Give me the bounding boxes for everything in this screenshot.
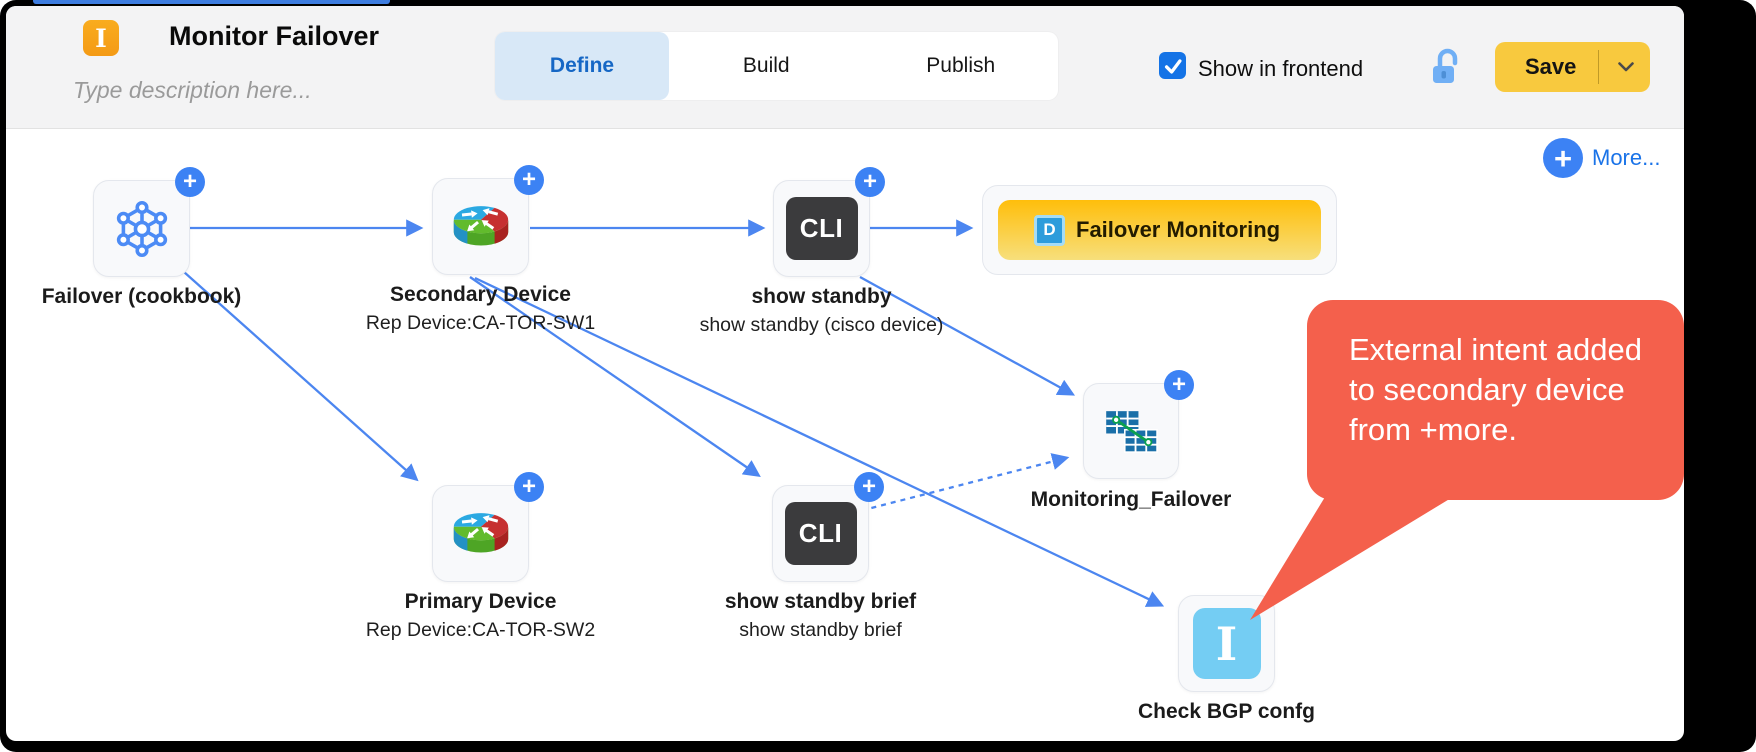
node-label: Check BGP confg xyxy=(1138,700,1315,723)
page-title: Monitor Failover xyxy=(169,21,380,51)
header-bar: I Monitor Failover Define Build Publish … xyxy=(6,6,1684,129)
node-label: Monitoring_Failover xyxy=(1030,488,1232,511)
plus-icon: + xyxy=(1543,138,1583,178)
edge-secondary-to-showstandbybrief xyxy=(469,276,761,477)
add-node-button[interactable]: + xyxy=(854,472,884,502)
intent-type-icon: I xyxy=(83,20,119,56)
node-show-standby-brief[interactable]: CLI + show standby brief show standby br… xyxy=(725,472,916,641)
node-failover-monitoring[interactable]: D Failover Monitoring xyxy=(982,185,1337,275)
edge-failover-to-primary xyxy=(183,271,419,482)
save-button-divider xyxy=(1598,50,1599,84)
cli-icon: CLI xyxy=(785,197,858,260)
edge-showstandby-to-monitoringfailover xyxy=(859,275,1076,396)
node-primary-device[interactable]: + Primary Device Rep Device:CA-TOR-SW2 xyxy=(366,472,595,641)
add-node-button[interactable]: + xyxy=(514,472,544,502)
router-icon xyxy=(453,513,508,553)
dashboard-icon: D xyxy=(1034,214,1065,246)
node-show-standby[interactable]: CLI + show standby show standby (cisco d… xyxy=(700,167,943,336)
add-node-button[interactable]: + xyxy=(175,167,205,197)
callout-line: External intent added xyxy=(1349,332,1642,367)
chevron-down-icon xyxy=(1618,62,1634,72)
tab-define[interactable]: Define xyxy=(495,32,669,100)
node-monitoring-failover[interactable]: + Monitoring_Failover xyxy=(1031,370,1231,511)
show-in-frontend-label: Show in frontend xyxy=(1198,56,1364,81)
node-sublabel: show standby (cisco device) xyxy=(699,314,944,336)
show-in-frontend-checkbox[interactable] xyxy=(1159,52,1186,79)
intent-icon: I xyxy=(1192,608,1261,679)
description-input[interactable] xyxy=(71,76,405,105)
network-mesh-icon xyxy=(116,200,167,257)
node-label: show standby brief xyxy=(724,590,917,613)
callout-line: from +more. xyxy=(1349,412,1517,447)
window-top-accent xyxy=(33,0,390,4)
node-label: show standby xyxy=(751,285,892,308)
callout-line: to secondary device xyxy=(1349,372,1625,407)
save-button-label: Save xyxy=(1525,54,1577,79)
node-sublabel: Rep Device:CA-TOR-SW2 xyxy=(365,619,596,641)
unlock-icon[interactable] xyxy=(1426,48,1464,88)
add-node-button[interactable]: + xyxy=(1164,370,1194,400)
tab-build[interactable]: Build xyxy=(742,54,790,77)
node-failover-cookbook[interactable]: + Failover (cookbook) xyxy=(42,167,241,308)
node-sublabel: Rep Device:CA-TOR-SW1 xyxy=(365,312,596,334)
save-dropdown-button[interactable] xyxy=(1611,56,1641,78)
mode-tabbar: Define Build Publish xyxy=(495,32,1058,100)
node-label: Failover (cookbook) xyxy=(41,285,242,308)
edge-showstandbybrief-to-monitoringfailover-dashed xyxy=(851,453,1070,515)
edge-secondary-to-checkbgp xyxy=(474,276,1165,607)
callout-tail xyxy=(1250,492,1461,620)
node-secondary-device[interactable]: + Secondary Device Rep Device:CA-TOR-SW1 xyxy=(366,165,595,334)
failover-monitoring-pill: D Failover Monitoring xyxy=(998,200,1321,260)
node-label: Secondary Device xyxy=(390,283,571,306)
tab-publish[interactable]: Publish xyxy=(926,54,996,77)
node-sublabel: show standby brief xyxy=(739,619,902,641)
add-node-button[interactable]: + xyxy=(514,165,544,195)
add-node-button[interactable]: + xyxy=(855,167,885,197)
router-icon xyxy=(453,206,508,246)
annotation-callout: External intent added to secondary devic… xyxy=(1307,300,1684,500)
node-label: Failover Monitoring xyxy=(1076,217,1281,242)
checkmark-icon xyxy=(1164,58,1182,74)
intent-editor-window: I Monitor Failover Define Build Publish … xyxy=(6,6,1684,741)
save-button[interactable]: Save xyxy=(1495,42,1650,92)
cli-icon: CLI xyxy=(784,502,857,565)
workflow-connectors xyxy=(183,219,1165,607)
data-tables-icon xyxy=(1106,411,1158,453)
more-label: More... xyxy=(1592,145,1661,170)
node-label: Primary Device xyxy=(404,590,557,613)
more-button[interactable]: + More... xyxy=(1543,138,1660,178)
